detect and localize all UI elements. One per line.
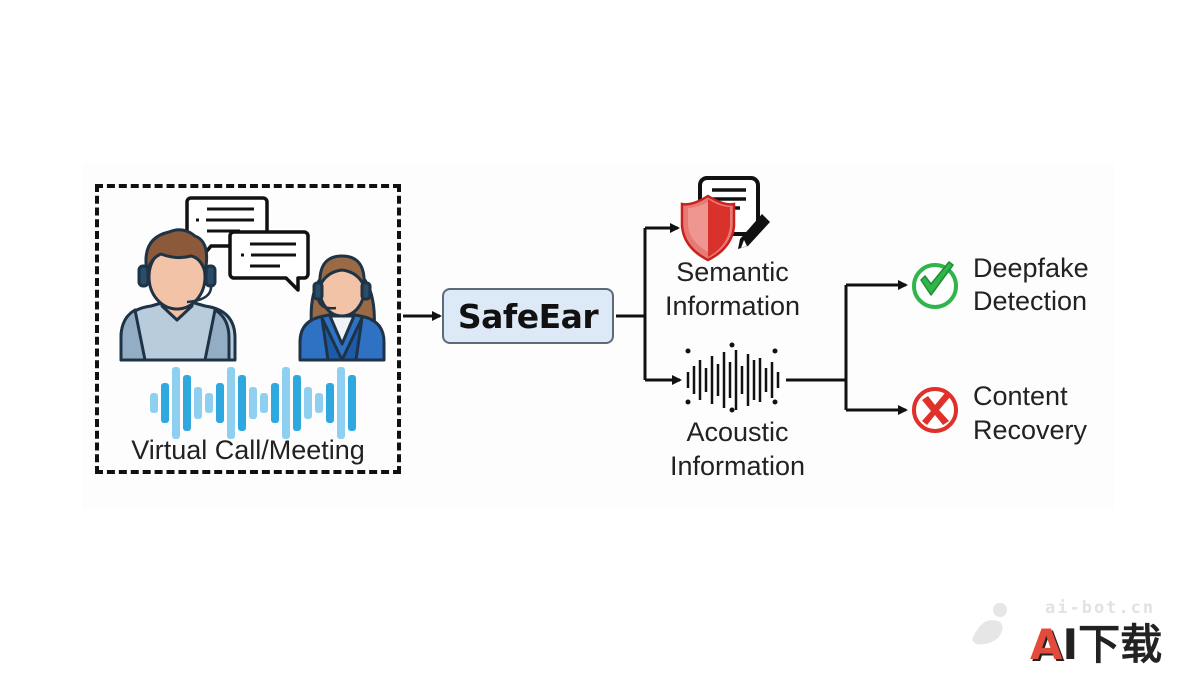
- waveform-bar: [194, 387, 202, 419]
- acoustic-label-line2: Information: [669, 451, 806, 481]
- acoustic-label-line1: Acoustic: [686, 417, 789, 447]
- acoustic-dot: [729, 342, 735, 348]
- audio-waveform-icon: [150, 367, 356, 439]
- shield-icon: [680, 194, 736, 262]
- agent-female-icon: [298, 254, 386, 362]
- watermark-logo-icon: [972, 603, 1007, 645]
- acoustic-dot: [772, 399, 778, 405]
- acoustic-dot: [685, 348, 691, 354]
- waveform-bar: [293, 375, 301, 431]
- semantic-label-line2: Information: [664, 291, 801, 321]
- watermark-title-rest: I下载: [1062, 620, 1163, 669]
- watermark-url: ai-bot.cn: [1045, 598, 1156, 618]
- connector-safeear-branches: [616, 223, 682, 385]
- x-circle-icon: [912, 387, 958, 433]
- waveform-bar: [238, 375, 246, 431]
- content-label-line1: Content: [973, 381, 1068, 411]
- pencil-icon: [738, 214, 770, 249]
- watermark-title-a: A: [1030, 620, 1063, 669]
- waveform-bar: [183, 375, 191, 431]
- waveform-bar: [150, 393, 158, 413]
- waveform-bar: [227, 367, 235, 439]
- acoustic-dot: [685, 399, 691, 405]
- acoustic-wave-icon: [685, 342, 780, 413]
- waveform-bar: [282, 367, 290, 439]
- check-circle-icon: [912, 261, 958, 309]
- waveform-bar: [172, 367, 180, 439]
- acoustic-dot: [729, 407, 735, 413]
- deepfake-label-line2: Detection: [973, 286, 1088, 316]
- deepfake-label-line1: Deepfake: [973, 253, 1089, 283]
- waveform-bar: [326, 383, 334, 423]
- waveform-bar: [205, 393, 213, 413]
- acoustic-dot: [772, 348, 778, 354]
- virtual-call-box: [95, 184, 401, 474]
- chat-bubble-icon: [228, 230, 310, 292]
- waveform-bar: [249, 387, 257, 419]
- content-label-line2: Recovery: [973, 415, 1088, 445]
- waveform-bar: [271, 383, 279, 423]
- waveform-bar: [161, 383, 169, 423]
- waveform-bar: [216, 383, 224, 423]
- watermark-title: AI下载: [1030, 620, 1162, 670]
- connector-acoustic-outcomes: [786, 280, 908, 415]
- virtual-call-label: Virtual Call/Meeting: [131, 435, 365, 465]
- protected-document-icon: [680, 176, 770, 262]
- waveform-bar: [337, 367, 345, 439]
- waveform-bar: [260, 393, 268, 413]
- waveform-bar: [304, 387, 312, 419]
- waveform-bar: [348, 375, 356, 431]
- agent-male-icon: [119, 228, 237, 362]
- waveform-bar: [315, 393, 323, 413]
- semantic-label-line1: Semantic: [676, 257, 789, 287]
- safeear-node: SafeEar: [442, 288, 614, 344]
